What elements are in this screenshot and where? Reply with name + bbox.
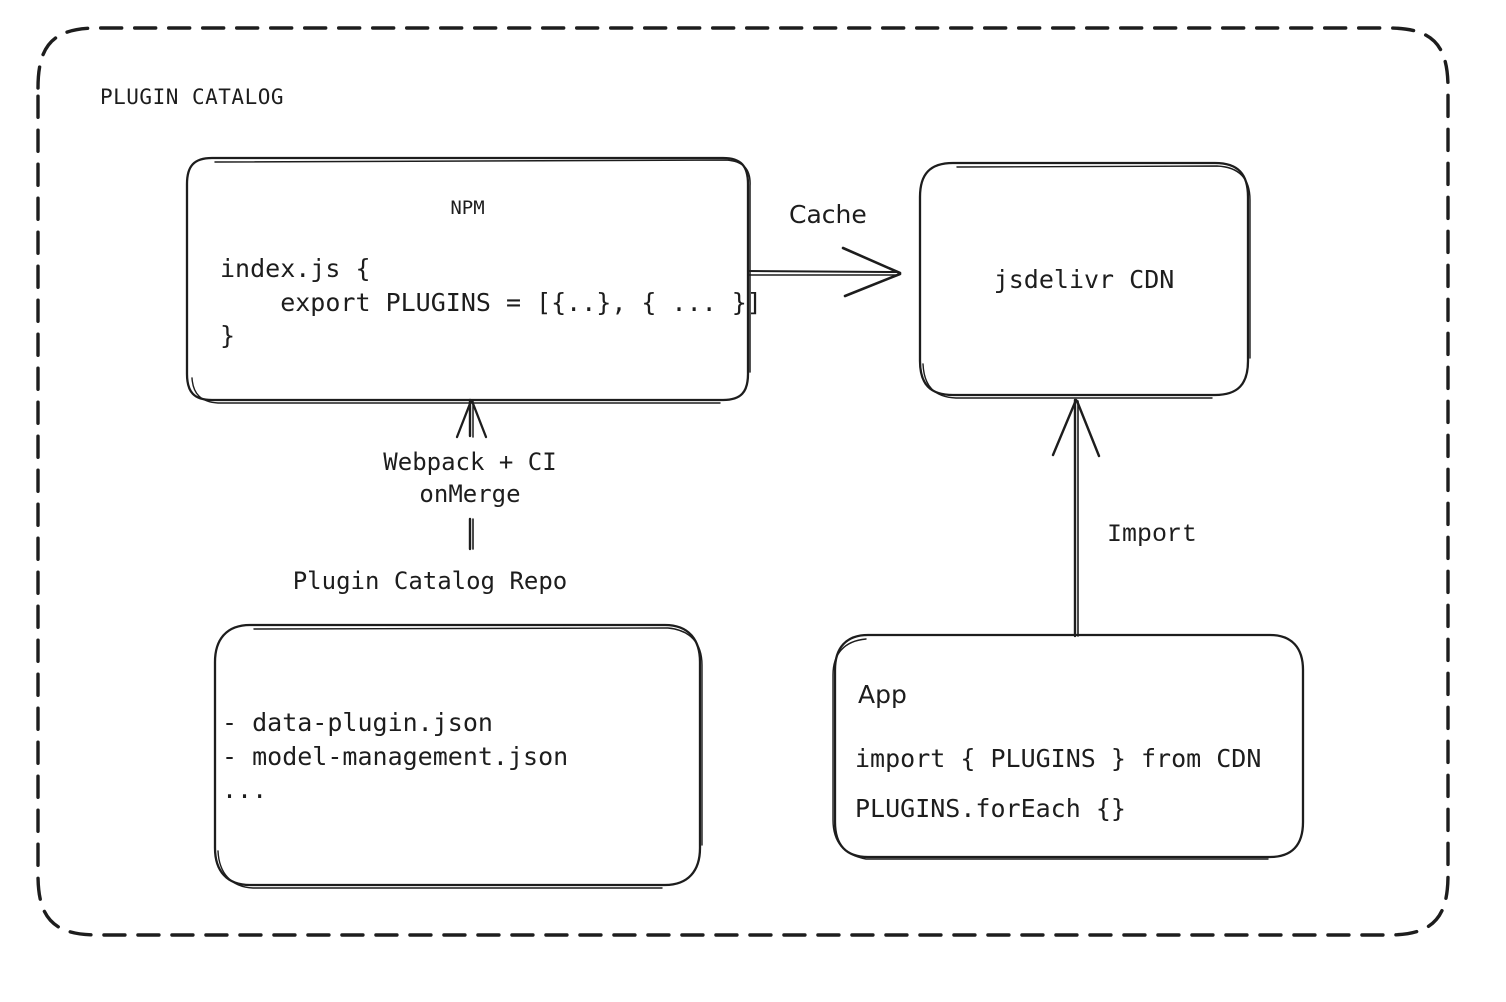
npm-node-title: NPM [450, 197, 485, 219]
repo-node-label: Plugin Catalog Repo [292, 567, 568, 595]
edge-import-arrow [1051, 398, 1101, 638]
repo-node-code: - data-plugin.json - model-management.js… [222, 708, 569, 804]
edge-build-label: Webpack + CI onMerge [383, 448, 557, 509]
plugin-catalog-group-title: PLUGIN CATALOG [100, 85, 285, 109]
cdn-node-title: jsdelivr CDN [993, 265, 1175, 294]
npm-node-code: index.js { export PLUGINS = [{..}, { ...… [220, 254, 762, 350]
edge-cache-arrow [747, 246, 902, 298]
edge-cache-label: Cache [789, 200, 867, 229]
app-node-title: App [858, 680, 907, 709]
app-node-code: import { PLUGINS } from CDN PLUGINS.forE… [855, 744, 1262, 823]
edge-import-label: Import [1107, 520, 1198, 549]
